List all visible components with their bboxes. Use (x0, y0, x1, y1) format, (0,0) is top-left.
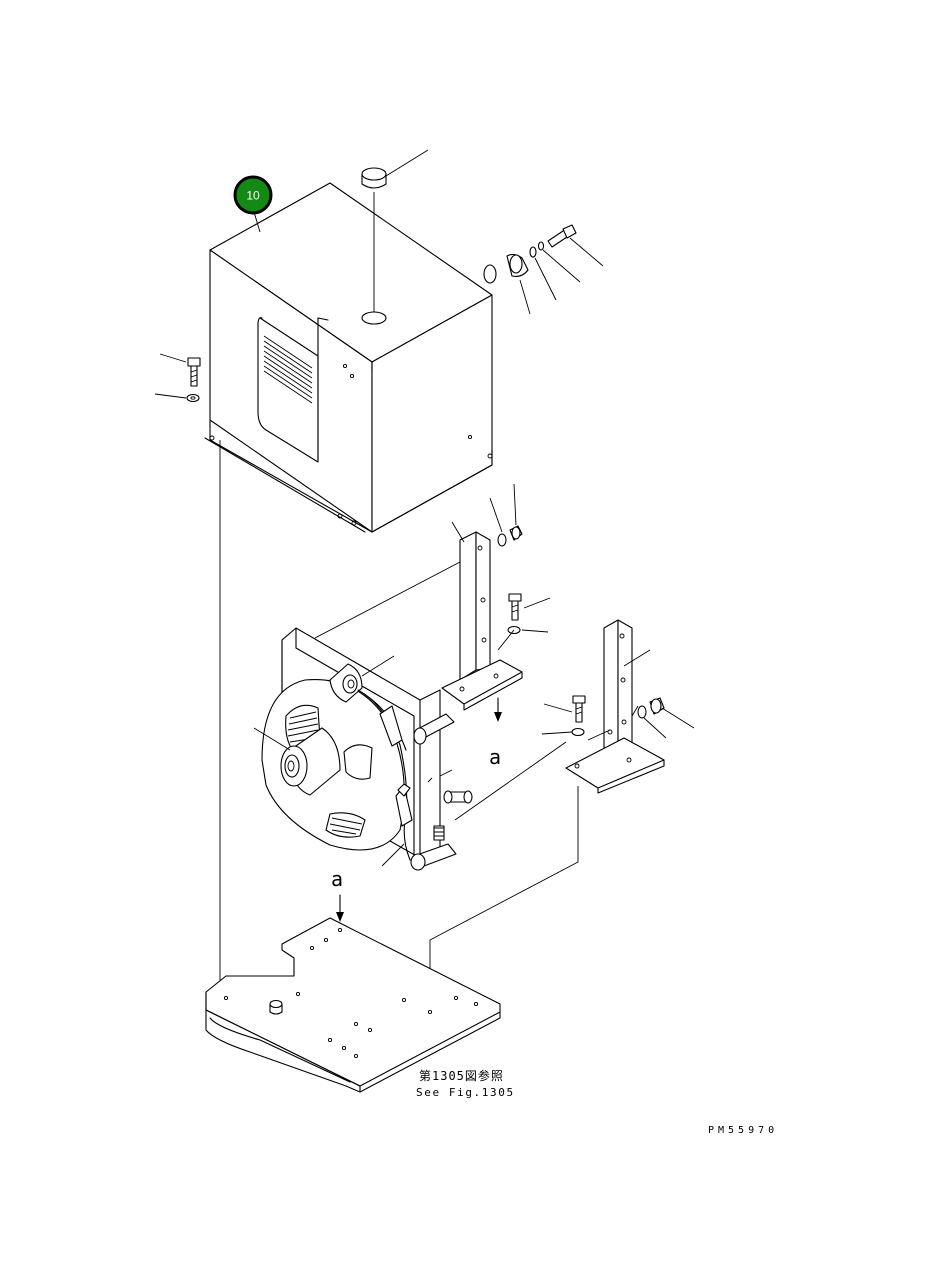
bracket-2-bolt-washer (541, 695, 611, 741)
callout-10-label[interactable]: 10 (246, 189, 260, 203)
callout-10[interactable]: 10 (233, 175, 273, 233)
callout-10-circle[interactable] (233, 175, 273, 215)
bracket-2-nut-washer (631, 697, 695, 739)
view-marker-upper: a (489, 697, 502, 769)
figure-reference: 第1305図参照 See Fig.1305 (416, 1068, 515, 1099)
view-marker-lower: a (331, 867, 344, 922)
assembly-line-bracket1 (314, 561, 461, 639)
radiator-cover-box (204, 182, 497, 533)
bracket-1-bolt-washer (497, 593, 551, 651)
left-bolt-washer (154, 353, 201, 403)
radiator-fan-assembly (253, 627, 473, 871)
figure-reference-ja: 第1305図参照 (419, 1068, 504, 1083)
base-plate (205, 917, 501, 1093)
mounting-bracket-1 (441, 521, 523, 711)
figure-reference-en: See Fig.1305 (416, 1086, 515, 1099)
view-marker-lower-label: a (331, 867, 343, 891)
bracket-1-nut-washer (489, 483, 523, 547)
figure-code: PM55970 (708, 1125, 778, 1136)
assembly-line-base (429, 786, 579, 1012)
assembly-line-bracket2 (454, 741, 567, 821)
grille-louvers (263, 335, 313, 404)
filler-cap (361, 149, 429, 312)
view-marker-upper-label: a (489, 745, 501, 769)
side-fastener-stack (506, 224, 604, 315)
